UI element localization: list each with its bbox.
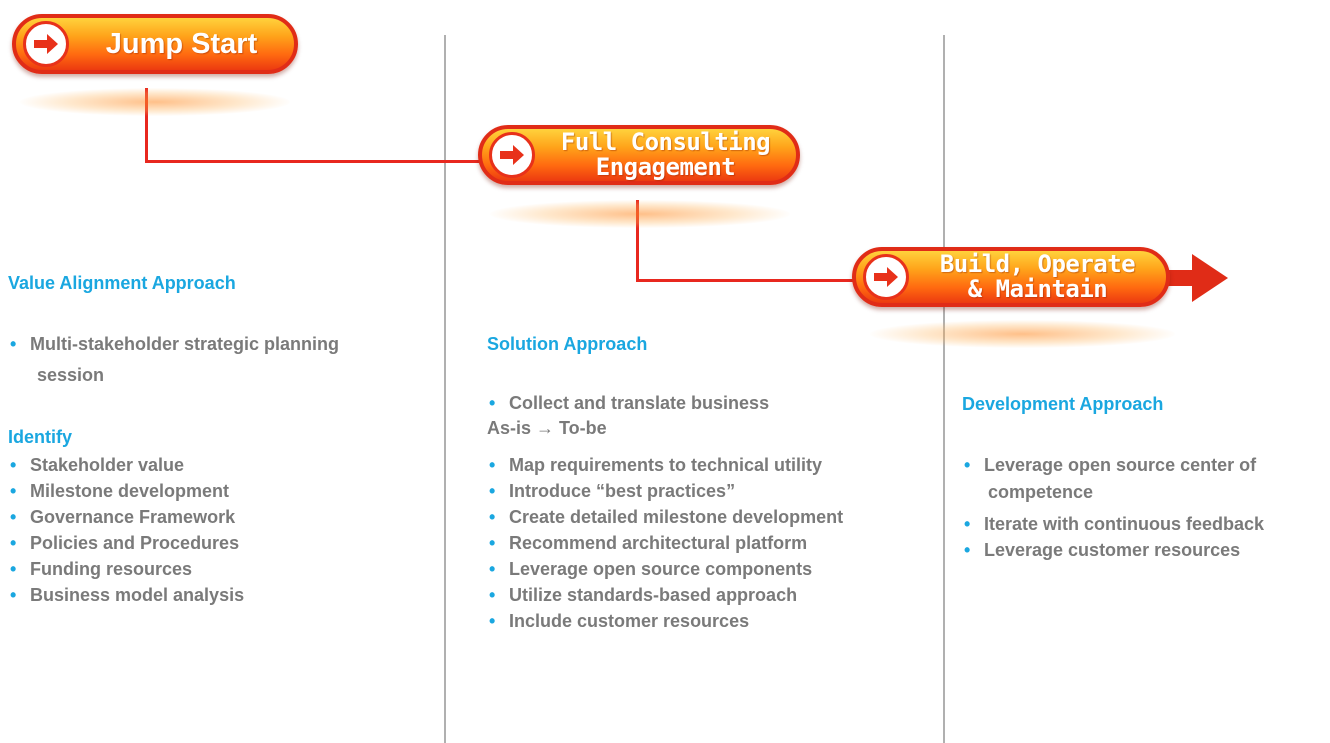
column-divider-1 <box>444 35 446 743</box>
stage-title: Full Consulting Engagement <box>535 127 796 181</box>
solution-approach-heading: Solution Approach <box>487 334 648 354</box>
stage-arrowhead-icon <box>1192 254 1228 302</box>
arrow-right-icon <box>489 132 535 178</box>
solution-first-list: Collect and translate business <box>487 390 937 416</box>
column-divider-2 <box>943 35 945 743</box>
list-item: Policies and Procedures <box>8 530 438 556</box>
arrow-right-icon <box>23 21 69 67</box>
list-item: Collect and translate business <box>487 390 937 416</box>
list-item: Include customer resources <box>487 608 937 634</box>
stage-title: Build, Operate & Maintain <box>909 249 1166 303</box>
asis-tobe-line: As-is → To-be <box>487 418 607 438</box>
solution-list: Map requirements to technical utility In… <box>487 452 937 634</box>
list-item: Map requirements to technical utility <box>487 452 937 478</box>
value-alignment-continuation: session <box>37 365 105 385</box>
connector-jumpstart-across <box>145 160 480 163</box>
development-list-1: Leverage open source center of <box>962 452 1327 478</box>
list-item: Milestone development <box>8 478 438 504</box>
development-list-2: Iterate with continuous feedback Leverag… <box>962 511 1327 563</box>
list-item: Funding resources <box>8 556 438 582</box>
development-continuation: competence <box>988 482 1094 502</box>
stage-full-consulting-engagement: Full Consulting Engagement <box>478 125 800 185</box>
stage-arrow-shaft <box>1160 270 1202 286</box>
connector-jumpstart-down <box>145 88 148 163</box>
stage-title-line: & Maintain <box>967 275 1108 303</box>
connector-consulting-across <box>636 279 856 282</box>
list-item: Governance Framework <box>8 504 438 530</box>
stage-shadow-1 <box>20 88 290 116</box>
value-alignment-heading: Value Alignment Approach <box>8 273 236 293</box>
list-item: Introduce “best practices” <box>487 478 937 504</box>
list-item: Business model analysis <box>8 582 438 608</box>
identify-list: Stakeholder value Milestone development … <box>8 452 438 608</box>
list-item: Leverage open source center of <box>962 452 1327 478</box>
list-item: Utilize standards-based approach <box>487 582 937 608</box>
development-approach-heading: Development Approach <box>962 394 1164 414</box>
stage-title-line: Engagement <box>595 153 736 181</box>
stage-shadow-3 <box>870 320 1175 348</box>
connector-consulting-down <box>636 200 639 282</box>
stage-title-line: Full Consulting <box>560 127 771 156</box>
stage-title-line: Jump Start <box>105 27 258 60</box>
list-item: Stakeholder value <box>8 452 438 478</box>
list-item: Leverage open source components <box>487 556 937 582</box>
value-alignment-list: Multi-stakeholder strategic planning <box>8 331 438 357</box>
list-item: Iterate with continuous feedback <box>962 511 1327 537</box>
stage-jump-start: Jump Start <box>12 14 298 74</box>
identify-heading: Identify <box>8 427 73 447</box>
stage-build-operate-maintain: Build, Operate & Maintain <box>852 247 1170 307</box>
list-item: Leverage customer resources <box>962 537 1327 563</box>
arrow-right-icon <box>863 254 909 300</box>
stage-shadow-2 <box>490 200 790 228</box>
stage-title: Jump Start <box>69 27 294 60</box>
list-item: Recommend architectural platform <box>487 530 937 556</box>
stage-title-line: Build, Operate <box>939 249 1136 278</box>
list-item: Create detailed milestone development <box>487 504 937 530</box>
list-item: Multi-stakeholder strategic planning <box>8 331 438 357</box>
